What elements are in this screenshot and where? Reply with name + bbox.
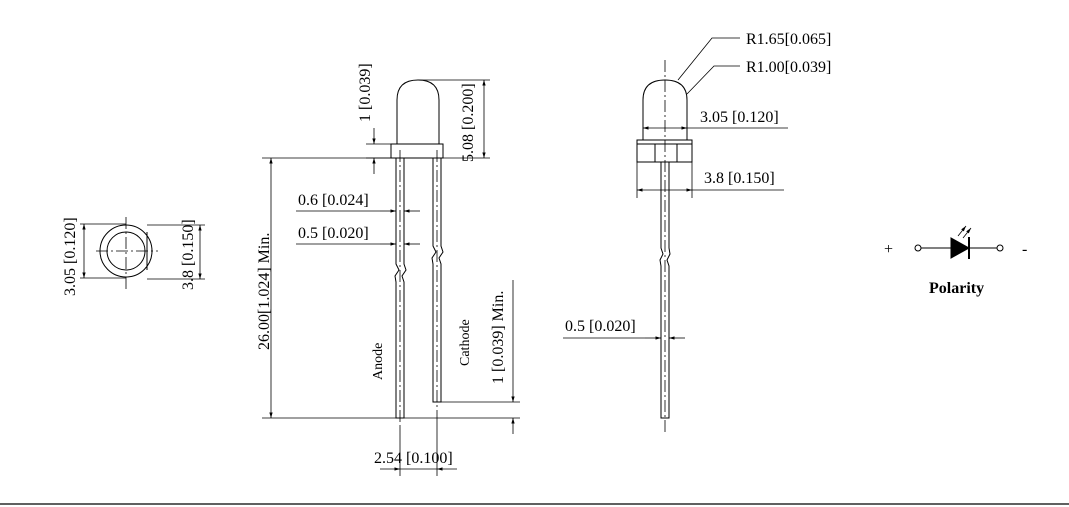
side-view-flange xyxy=(390,143,444,159)
lead-length-dim: 26.00[1.024] Min. xyxy=(256,233,273,350)
flange-thickness-dim: 1 [0.039] xyxy=(357,63,374,122)
lead-width-dim-a: 0.6 [0.024] xyxy=(298,192,369,209)
side-view-dome xyxy=(396,79,440,144)
polarity-plus: + xyxy=(884,241,893,258)
front-view-flange xyxy=(636,139,693,163)
lead-width-dim-b: 0.5 [0.020] xyxy=(298,225,369,242)
diode-triangle-icon xyxy=(950,237,971,259)
cathode-label: Cathode xyxy=(458,319,473,366)
side-view: 1 [0.039] 5.08 [0.200] 26.00[1.024] Min.… xyxy=(256,63,520,476)
front-view-lead xyxy=(659,162,671,419)
lead-thickness-dim: 0.5 [0.020] xyxy=(565,318,636,335)
anode-lead xyxy=(394,150,407,425)
polarity-minus: - xyxy=(1022,241,1027,258)
front-view: R1.65[0.065] R1.00[0.039] 3.05 [0.120] 3… xyxy=(563,31,831,432)
pitch-dim: 2.54 [0.100] xyxy=(374,450,453,467)
dome-width-dim: 3.05 [0.120] xyxy=(700,109,779,126)
radius-inner-dim: R1.00[0.039] xyxy=(746,59,831,76)
flange-width-dim: 3.8 [0.150] xyxy=(704,170,775,187)
polarity-label: Polarity xyxy=(929,280,984,297)
top-view-dome-dim: 3.05 [0.120] xyxy=(62,217,79,296)
top-view-flange-dim: 3.8 [0.150] xyxy=(180,219,197,290)
anode-label: Anode xyxy=(371,343,386,380)
cathode-lead xyxy=(431,150,444,410)
top-view: 3.05 [0.120] 3.8 [0.150] xyxy=(62,217,205,296)
cathode-diff-dim: 1 [0.039] Min. xyxy=(490,291,507,384)
radius-outer-dim: R1.65[0.065] xyxy=(746,31,831,48)
polarity-symbol: + - Polarity xyxy=(884,225,1027,297)
body-height-dim: 5.08 [0.200] xyxy=(460,83,477,162)
